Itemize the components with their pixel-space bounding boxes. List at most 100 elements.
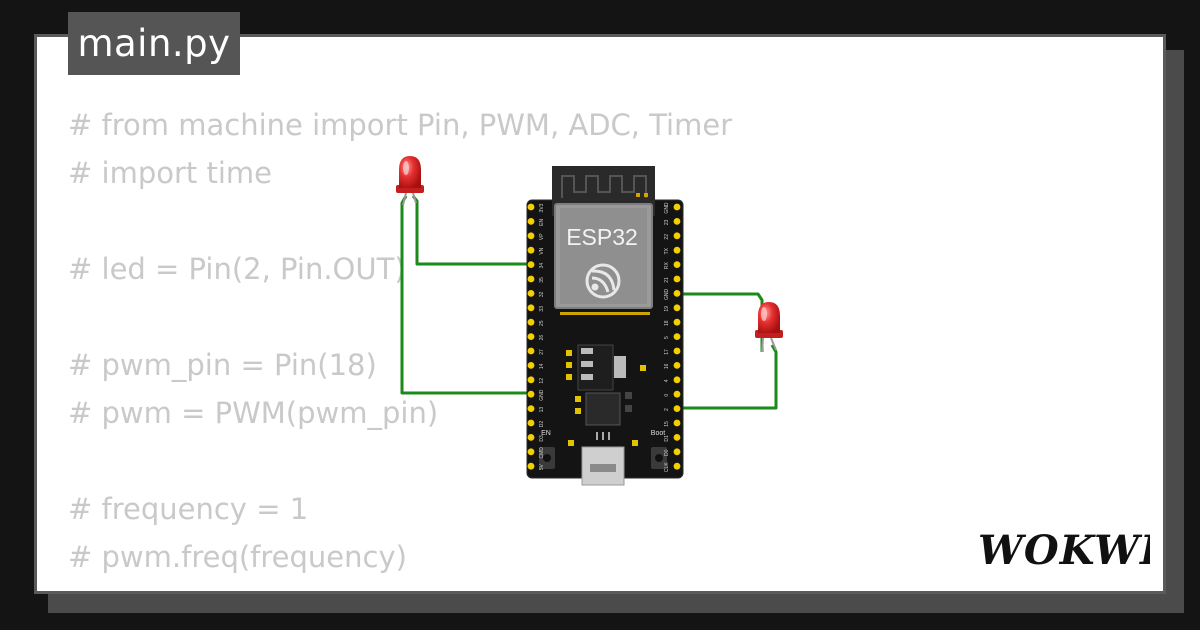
code-line: # import time: [68, 156, 273, 190]
right-pin-label: GND: [664, 288, 670, 300]
left-pin-12[interactable]: [527, 376, 535, 384]
left-pin-label: D2: [539, 421, 545, 428]
boot-label: Boot: [651, 430, 665, 437]
svg-text:WOKWI: WOKWI: [978, 527, 1150, 574]
code-editor[interactable]: # from machine import Pin, PWM, ADC, Tim…: [68, 101, 732, 581]
left-pin-label: 33: [539, 306, 545, 312]
right-pin-label: GND: [664, 202, 670, 214]
usb-port: [581, 446, 625, 486]
right-pin-gnd[interactable]: [673, 290, 681, 297]
right-pin-15[interactable]: [673, 419, 681, 427]
right-pin-4[interactable]: [673, 376, 681, 384]
right-pin-0[interactable]: [673, 390, 681, 398]
left-pin-label: D3: [539, 435, 545, 442]
left-pin-d2[interactable]: [527, 419, 535, 427]
right-pin-2[interactable]: [673, 405, 681, 412]
right-pin-18[interactable]: [673, 318, 681, 326]
right-pin-label: RX: [664, 261, 670, 269]
right-pin-d1[interactable]: [673, 434, 681, 441]
left-pin-label: 26: [539, 335, 545, 341]
right-pin-21[interactable]: [673, 275, 681, 283]
wire-led2-anode: [677, 344, 778, 410]
right-pin-label: 23: [664, 219, 670, 225]
right-pin-label: 4: [664, 379, 670, 382]
led-2[interactable]: [755, 302, 783, 353]
left-pin-label: 27: [539, 349, 545, 355]
right-pin-5[interactable]: [673, 333, 681, 340]
espressif-logo-icon: [585, 263, 621, 299]
left-pin-label: 14: [539, 363, 545, 369]
right-pin-rx[interactable]: [673, 261, 681, 268]
left-pin-label: GND: [539, 389, 545, 401]
right-pin-label: TX: [664, 247, 670, 254]
right-pin-23[interactable]: [673, 218, 681, 225]
right-pin-label: 17: [664, 349, 670, 355]
left-pin-label: EN: [539, 219, 545, 226]
right-pin-19[interactable]: [673, 304, 681, 312]
left-pin-gnd[interactable]: [527, 390, 535, 398]
right-pin-label: 21: [664, 277, 670, 283]
right-pin-label: 22: [664, 234, 670, 240]
left-pin-label: 12: [539, 378, 545, 384]
file-tab[interactable]: main.py: [68, 12, 240, 75]
right-pin-label: 16: [664, 363, 670, 369]
left-pin-label: CMD: [539, 447, 545, 459]
left-pin-vn[interactable]: [527, 246, 535, 254]
right-pin-d0[interactable]: [673, 448, 681, 456]
board-name: ESP32: [566, 224, 638, 250]
left-pin-13[interactable]: [527, 405, 535, 412]
right-pin-label: 0: [664, 394, 670, 397]
wire-led1-cathode: [400, 195, 531, 395]
left-pin-5v[interactable]: [527, 462, 535, 470]
right-pin-label: CLK: [664, 462, 670, 472]
en-button[interactable]: [539, 447, 555, 469]
led-1[interactable]: [396, 156, 424, 206]
en-label: EN: [541, 430, 551, 437]
left-pin-32[interactable]: [527, 290, 535, 297]
right-pin-label: 5: [664, 336, 670, 339]
left-pin-label: 5V: [539, 463, 545, 470]
code-line: # pwm.freq(frequency): [68, 540, 407, 574]
right-pin-clk[interactable]: [673, 462, 681, 470]
left-pin-label: 32: [539, 291, 545, 297]
left-pin-label: 13: [539, 407, 545, 413]
right-pin-22[interactable]: [673, 232, 681, 240]
left-pin-en[interactable]: [527, 218, 535, 225]
left-pin-label: VP: [539, 233, 545, 240]
wokwi-logo: WOKWI: [978, 527, 1150, 574]
left-pin-label: 34: [539, 263, 545, 269]
code-line: # pwm_pin = Pin(18): [68, 348, 377, 382]
left-pin-14[interactable]: [527, 362, 535, 369]
wire-led2-cathode: [677, 292, 764, 352]
left-pin-vp[interactable]: [527, 232, 535, 240]
left-pin-27[interactable]: [527, 347, 535, 355]
wire-led1-anode: [411, 195, 531, 266]
left-pin-label: 35: [539, 277, 545, 283]
esp32-board[interactable]: ESP32: [526, 166, 684, 486]
left-pin-d3[interactable]: [527, 434, 535, 441]
left-pin-label: 3V3: [539, 203, 545, 212]
right-pin-tx[interactable]: [673, 246, 681, 254]
boot-button[interactable]: [651, 447, 667, 469]
left-pin-34[interactable]: [527, 261, 535, 268]
left-pin-cmd[interactable]: [527, 448, 535, 456]
right-pin-label: 2: [664, 408, 670, 411]
left-pin-3v3[interactable]: [527, 203, 535, 211]
code-line: # led = Pin(2, Pin.OUT): [68, 252, 406, 286]
left-pin-33[interactable]: [527, 304, 535, 312]
right-pin-label: 18: [664, 320, 670, 326]
left-pin-35[interactable]: [527, 275, 535, 283]
left-pin-26[interactable]: [527, 333, 535, 340]
right-pin-label: 15: [664, 421, 670, 427]
right-pin-16[interactable]: [673, 362, 681, 369]
right-pin-17[interactable]: [673, 347, 681, 355]
left-pin-25[interactable]: [527, 318, 535, 326]
code-line: # frequency = 1: [68, 492, 309, 526]
right-pin-label: D0: [664, 449, 670, 456]
left-pin-label: VN: [539, 247, 545, 254]
right-pin-gnd[interactable]: [673, 203, 681, 211]
code-line: # pwm = PWM(pwm_pin): [68, 396, 439, 430]
right-pin-label: 19: [664, 306, 670, 312]
left-pin-label: 25: [539, 320, 545, 326]
